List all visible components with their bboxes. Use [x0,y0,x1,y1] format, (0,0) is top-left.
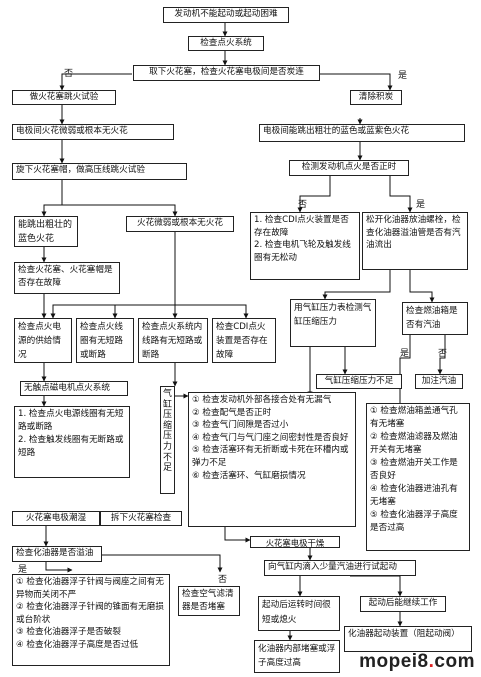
check-cdi-unit-box: 检查CDI点火装置是否存在故障 [212,318,276,363]
magneto-system-box: 无触点磁电机点火系统 [20,381,128,396]
float-item-2: ② 检查化油器浮子针阀的锥面有无磨损或台阶状 [16,602,164,625]
fuel-tank-check-box: 检查燃油箱是否有汽油 [402,302,468,335]
overflow-yes-label: 是 [18,565,28,575]
weak-spark-box: 电极间火花微弱或根本无火花 [12,124,174,140]
compression-item-5: ⑤ 检查活塞环有无折断或卡死在环槽内或弹力不足 [192,445,349,468]
tank-yes-label: 是 [400,349,410,359]
branch-yes-label: 是 [398,71,408,81]
magneto-check-item-2: 2. 检查触发线圈有无断路或短路 [18,435,124,458]
check-ignition-box: 检查点火系统 [188,36,264,51]
compression-item-1: ① 检查发动机外部各接合处有无漏气 [192,395,332,405]
cdi-check-box: 1. 检查CDI点火装置是否存在故障 2. 检查电机飞轮及触发线圈有无松动 [250,212,360,280]
fuel-item-4: ④ 检查化油器进油孔有无堵塞 [370,484,458,507]
air-filter-check-box: 检查空气滤清器是否堵塞 [178,586,240,616]
magneto-check-item-1: 1. 检查点火电源线圈有无短路或断路 [18,409,124,432]
tank-no-label: 否 [438,349,448,359]
fuel-supply-checklist-box: ① 检查燃油箱盖通气孔有无堵塞 ② 检查燃油滤器及燃油开关有无堵塞 ③ 检查燃油… [366,403,470,551]
magneto-check-box: 1. 检查点火电源线圈有无短路或断路 2. 检查触发线圈有无断路或短路 [14,406,130,478]
remove-plug-box: 拆下火花塞检查 [100,511,182,526]
fuel-item-2: ② 检查燃油滤器及燃油开关有无堵塞 [370,432,458,455]
overflow-no-label: 否 [218,575,228,585]
clear-carbon-box: 清除积炭 [350,90,402,105]
carb-overflow-check-box: 检查化油器是否溢油 [12,546,102,562]
low-compression-vertical-box: 气缸压缩压力不足 [160,386,175,494]
compression-checklist-box: ① 检查发动机外部各接合处有无漏气 ② 检查配气是否正时 ③ 检查气门间隙是否过… [188,392,356,527]
float-item-4: ④ 检查化油器浮子高度是否过低 [16,639,139,650]
check-plug-cap-box: 检查火花塞、火花塞帽是否存在故障 [14,262,120,294]
cdi-check-item-1: 1. 检查CDI点火装置是否存在故障 [254,215,349,238]
check-coil-box: 检查点火线圈有无短路或断路 [76,318,134,363]
carb-clogged-box: 化油器内部堵塞或浮子高度过高 [254,640,340,673]
low-compression-box: 气缸压缩压力不足 [316,374,402,389]
fuel-item-5: ⑤ 检查化油器浮子高度是否过高 [370,510,458,533]
compression-item-3: ③ 检查气门间隙是否过小 [192,420,289,431]
timing-yes-label: 是 [416,200,426,210]
choke-device-box: 化油器起动装置（阻起动阀） [344,626,472,652]
timing-no-label: 否 [298,200,308,210]
strong-spark-box: 电极间能跳出粗壮的蓝色或蓝紫色火花 [259,124,465,142]
float-item-3: ③ 检查化油器浮子是否破裂 [16,627,121,638]
float-item-1: ① 检查化油器浮子针阀与阀座之间有无异物而关闭不严 [16,577,164,600]
weak-or-no-spark-box: 火花微弱或根本无火花 [126,216,234,232]
cdi-check-item-2: 2. 检查电机飞轮及触发线圈有无松动 [254,240,351,263]
compression-item-2: ② 检查配气是否正时 [192,407,272,418]
watermark: mopei8.com [359,651,475,672]
plug-wet-box: 火花塞电极潮湿 [12,511,100,526]
carb-drain-box: 松开化油器放油螺栓，检查化油器溢油管是否有汽油流出 [362,212,468,270]
runs-briefly-box: 起动后运转时间很短或熄火 [258,596,340,631]
compression-item-4: ④ 检查气门与气门座之间密封性是否良好 [192,432,349,443]
ignition-timing-box: 检测发动机点火是否正时 [289,160,409,176]
branch-no-label: 否 [64,69,74,79]
prime-cylinder-box: 向气缸内滴入少量汽油进行试起动 [264,560,416,576]
float-valve-checklist-box: ① 检查化油器浮子针阀与阀座之间有无异物而关闭不严 ② 检查化油器浮子针阀的锥面… [12,574,170,666]
fuel-item-3: ③ 检查燃油开关工作是否良好 [370,458,458,481]
compression-gauge-box: 用气缸压力表检测气缸压缩压力 [290,299,376,347]
check-wiring-box: 检查点火系统内线路有无短路或断路 [138,318,208,363]
check-power-supply-box: 检查点火电源的供给情况 [14,318,72,363]
compression-item-6: ⑥ 检查活塞环、气缸磨损情况 [192,470,306,481]
plug-dry-box: 火花塞电极干燥 [250,536,340,548]
spark-test-box: 做火花塞跳火试验 [12,90,116,105]
no-start-title: 发动机不能起动或起动困难 [163,7,289,23]
fuel-item-1: ① 检查燃油箱盖通气孔有无堵塞 [370,406,458,429]
keeps-running-box: 起动后能继续工作 [360,596,446,612]
hv-lead-test-box: 旋下火花塞帽，做高压线跳火试验 [12,163,187,180]
add-fuel-box: 加注汽油 [415,374,463,389]
check-plug-carbon-box: 取下火花塞，检查火花塞电极间是否炭连 [133,65,320,81]
strong-blue-spark-box: 能跳出粗壮的蓝色火花 [14,216,78,247]
